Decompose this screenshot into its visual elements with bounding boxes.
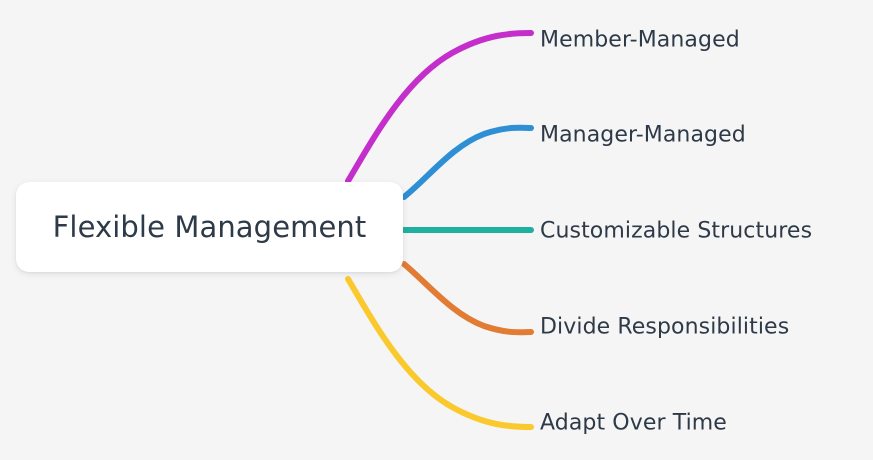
connector-adapt-over-time — [345, 276, 534, 430]
branch-label-customizable-structures[interactable]: Customizable Structures — [540, 218, 813, 244]
branch-label-manager-managed[interactable]: Manager-Managed — [540, 122, 746, 148]
branch-label-divide-responsibilities[interactable]: Divide Responsibilities — [540, 314, 790, 340]
root-node[interactable]: Flexible Management — [16, 182, 403, 272]
connector-manager-managed — [401, 124, 534, 200]
branch-label-member-managed[interactable]: Member-Managed — [540, 27, 740, 53]
connector-divide-responsibilities — [401, 261, 534, 336]
connector-member-managed — [345, 30, 534, 184]
branch-label-adapt-over-time[interactable]: Adapt Over Time — [540, 410, 727, 436]
root-node-label: Flexible Management — [52, 210, 367, 244]
